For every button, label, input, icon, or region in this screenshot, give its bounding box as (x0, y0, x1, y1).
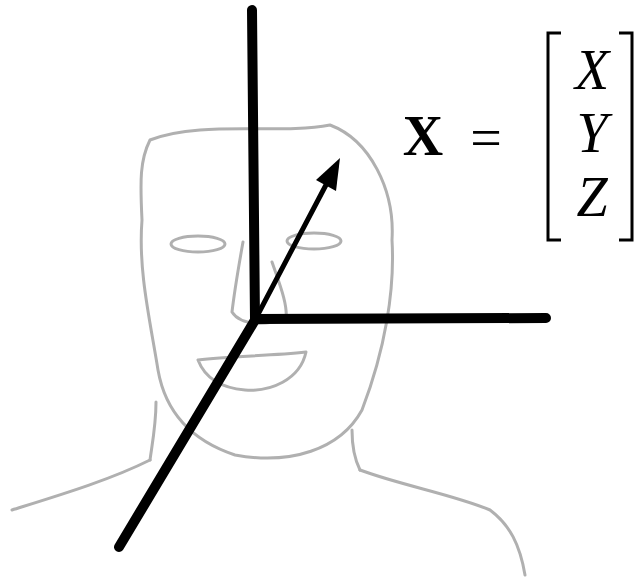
left-bracket (548, 33, 561, 240)
matrix-entry: Y (576, 105, 607, 161)
matrix-entry: Z (576, 169, 607, 225)
neck-left (150, 402, 156, 460)
left-eye (171, 236, 225, 252)
matrix-brackets (548, 33, 632, 240)
vector-arrowhead (316, 158, 340, 191)
equals-sign: = (470, 110, 502, 166)
depth-axis (119, 320, 255, 547)
neck-right (352, 430, 360, 470)
vector-shaft (255, 183, 327, 320)
head-outline (141, 125, 393, 458)
coordinate-axes (119, 10, 546, 547)
vector-symbol: X (403, 108, 443, 164)
horizontal-axis (255, 318, 546, 319)
right-bracket (619, 33, 632, 240)
shoulder-left (12, 460, 150, 510)
shoulder-right (360, 470, 525, 575)
matrix-entry: X (575, 42, 609, 98)
face-sketch (12, 125, 525, 575)
position-vector (255, 158, 340, 320)
vertical-axis (252, 10, 255, 320)
